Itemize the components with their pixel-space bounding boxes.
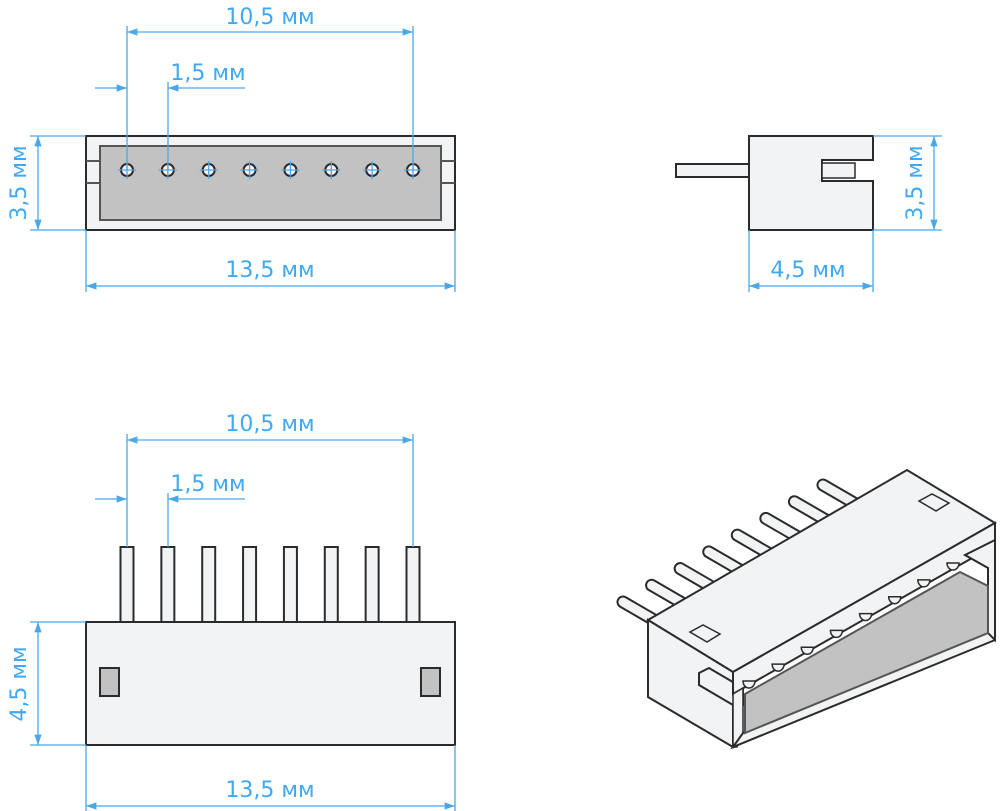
label-width: 13,5 мм xyxy=(225,258,314,283)
pin xyxy=(119,546,135,623)
front-view: 10,5 мм 1,5 мм 13,5 мм 3,5 мм xyxy=(7,5,456,292)
pin xyxy=(405,546,421,623)
iso-frame-right xyxy=(962,538,996,643)
extension-lines xyxy=(30,434,456,811)
connector-cavity xyxy=(99,145,442,221)
top-view: 10,5 мм 1,5 мм 4,5 мм 13,5 мм xyxy=(7,412,456,811)
pin xyxy=(282,546,298,623)
iso-pin-holes xyxy=(742,562,960,689)
latch-left xyxy=(99,667,120,697)
pin xyxy=(364,546,380,623)
iso-pin-hole xyxy=(917,579,931,588)
iso-pin-hole xyxy=(800,646,815,656)
iso-pin-hole xyxy=(771,663,785,672)
iso-latch-hole-front xyxy=(688,624,722,643)
extension-lines xyxy=(30,26,456,292)
extension-lines xyxy=(748,135,942,292)
iso-pin-hole xyxy=(742,680,756,689)
label-pitch-total: 10,5 мм xyxy=(225,412,314,437)
iso-latch-hole-back xyxy=(917,493,951,512)
pins xyxy=(119,546,421,623)
label-height: 4,5 мм xyxy=(7,646,32,721)
side-notches xyxy=(86,160,455,184)
label-height: 3,5 мм xyxy=(7,145,32,220)
connector-body-side xyxy=(748,135,874,231)
iso-pin-hole xyxy=(858,612,873,622)
connector-body-top xyxy=(85,621,456,746)
latch-slot xyxy=(821,162,856,179)
latch-right xyxy=(420,667,441,697)
isometric-view xyxy=(616,468,997,750)
iso-pin-hole xyxy=(829,629,844,639)
label-pitch: 1,5 мм xyxy=(170,61,245,86)
label-width: 13,5 мм xyxy=(225,778,314,803)
pin-side xyxy=(675,163,750,178)
pin xyxy=(242,546,258,623)
pin xyxy=(160,546,176,623)
iso-cavity xyxy=(744,570,989,735)
label-depth: 4,5 мм xyxy=(770,258,845,283)
pin xyxy=(323,546,339,623)
side-view: 3,5 мм 4,5 мм xyxy=(675,135,942,292)
label-pitch: 1,5 мм xyxy=(170,472,245,497)
label-pitch-total: 10,5 мм xyxy=(225,5,314,30)
iso-pin-hole xyxy=(946,562,960,571)
label-height: 3,5 мм xyxy=(903,145,928,220)
pin xyxy=(201,546,217,623)
iso-pin-hole xyxy=(887,595,902,605)
